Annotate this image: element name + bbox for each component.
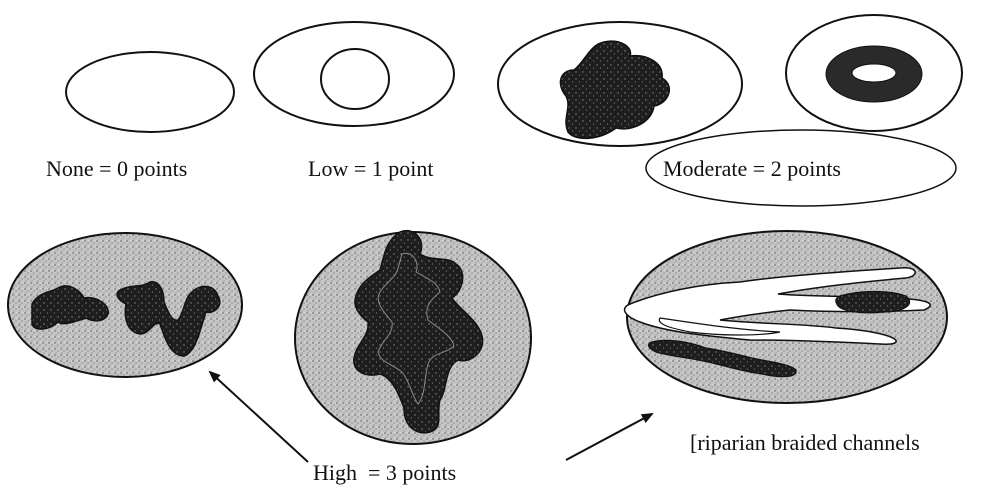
high-circle-example (295, 231, 531, 444)
arrow-to-riparian (566, 414, 652, 460)
label-riparian: [riparian braided channels (690, 430, 920, 455)
label-none: None = 0 points (46, 156, 187, 181)
label-low: Low = 1 point (308, 156, 433, 181)
moderate-dark-patch (560, 41, 669, 138)
none-outer-ellipse (66, 52, 234, 132)
riparian-dark-patch-right (836, 292, 910, 313)
moderate-blob-example (498, 22, 742, 146)
high-oval-example (8, 233, 242, 377)
ring-hole (852, 64, 896, 82)
low-example (254, 22, 454, 126)
low-outer-ellipse (254, 22, 454, 126)
none-example (66, 52, 234, 132)
arrow-to-high-left (210, 372, 308, 462)
label-high: High = 3 points (313, 460, 456, 485)
riparian-braided-example (625, 231, 947, 403)
label-moderate: Moderate = 2 points (663, 156, 841, 181)
low-inner-circle (321, 49, 389, 109)
moderate-ring-example (786, 15, 962, 131)
